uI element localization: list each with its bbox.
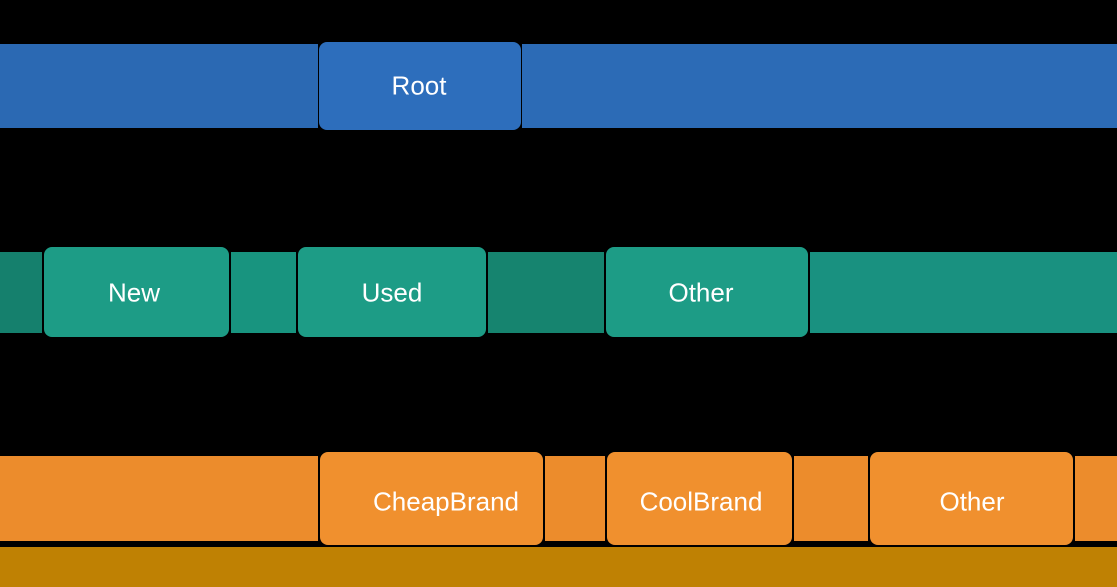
node-segment-unlabeled-level-0[interactable] — [0, 44, 318, 128]
node-segment-unlabeled-level-2[interactable] — [545, 456, 605, 541]
node-other-level-1[interactable] — [606, 247, 808, 337]
node-segment-unlabeled-level-2[interactable] — [794, 456, 868, 541]
node-cheapbrand-level-2[interactable] — [320, 452, 543, 545]
node-segment-unlabeled-level-1[interactable] — [488, 252, 604, 333]
node-new-level-1[interactable] — [44, 247, 229, 337]
node-coolbrand-level-2[interactable] — [607, 452, 792, 545]
node-segment-unlabeled-level-0[interactable] — [522, 44, 1117, 128]
node-root-level-0[interactable] — [319, 42, 521, 130]
node-used-level-1[interactable] — [298, 247, 486, 337]
node-segment-unlabeled-level-2[interactable] — [1075, 456, 1117, 541]
node-segment-unlabeled-level-1[interactable] — [231, 252, 296, 333]
node-segment-unlabeled-level-2[interactable] — [0, 456, 318, 541]
node-segment-unlabeled-level-1[interactable] — [0, 252, 42, 333]
node-segment-unlabeled-level-1[interactable] — [810, 252, 1117, 333]
node-partial-bottom-row[interactable] — [0, 547, 1117, 587]
node-other-level-2[interactable] — [870, 452, 1073, 545]
